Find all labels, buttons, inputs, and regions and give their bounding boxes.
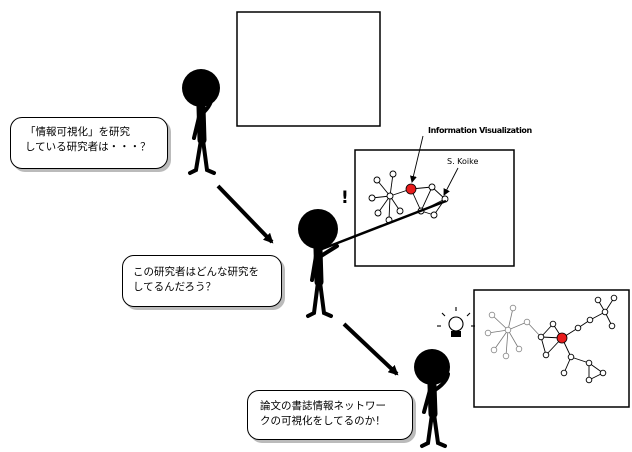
flow-arrow-2: [342, 322, 399, 376]
exclamation-mark: !: [341, 188, 349, 208]
bubble-1-line-1: 「情報可視化」を研究: [25, 126, 130, 138]
bubble-3-line-1: 論文の書誌情報ネットワー: [260, 400, 386, 412]
person-figure-1: [182, 69, 220, 175]
speech-bubble-3: 論文の書誌情報ネットワー クの可視化をしてるのか！: [247, 390, 413, 440]
highlight-node: [405, 183, 417, 195]
highlight-node: [556, 332, 568, 344]
person-figure-3: [414, 349, 450, 448]
lightbulb-icon: [437, 307, 475, 337]
flow-arrow-1: [216, 184, 274, 244]
bubble-3-line-2: クの可視化をしてるのか！: [260, 415, 386, 427]
bubble-2-line-1: この研究者はどんな研究を: [133, 266, 259, 278]
speech-bubble-1: 「情報可視化」を研究 している研究者は・・・？: [10, 117, 168, 169]
bubble-2-line-2: してるんだろう？: [133, 281, 217, 293]
bubble-1-line-2: している研究者は・・・？: [25, 141, 151, 153]
network-screen-2: [473, 289, 630, 408]
person-figure-2: [298, 209, 339, 318]
blank-screen: [236, 11, 381, 127]
speech-bubble-2: この研究者はどんな研究を してるんだろう？: [122, 255, 282, 307]
label-author-s-koike: S. Koike: [447, 157, 479, 166]
network-screen-1: [354, 135, 515, 267]
label-information-visualization: Information Visualization: [428, 126, 532, 135]
pointer-stick: [321, 199, 447, 251]
